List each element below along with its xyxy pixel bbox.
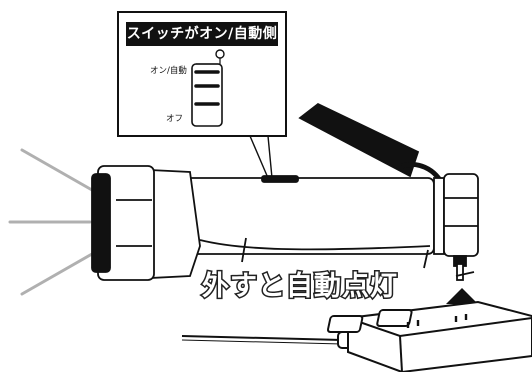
label-off: オフ [166, 114, 184, 124]
auto-light-caption: 外すと自動点灯 [201, 270, 399, 304]
light-rays-icon [8, 148, 94, 296]
label-on-auto: オン/自動 [150, 66, 187, 76]
power-strip-icon [181, 300, 532, 374]
callout-title: スイッチがオン/自動側 [126, 22, 278, 46]
power-plug-icon [453, 255, 475, 281]
flashlight-icon [91, 102, 479, 281]
